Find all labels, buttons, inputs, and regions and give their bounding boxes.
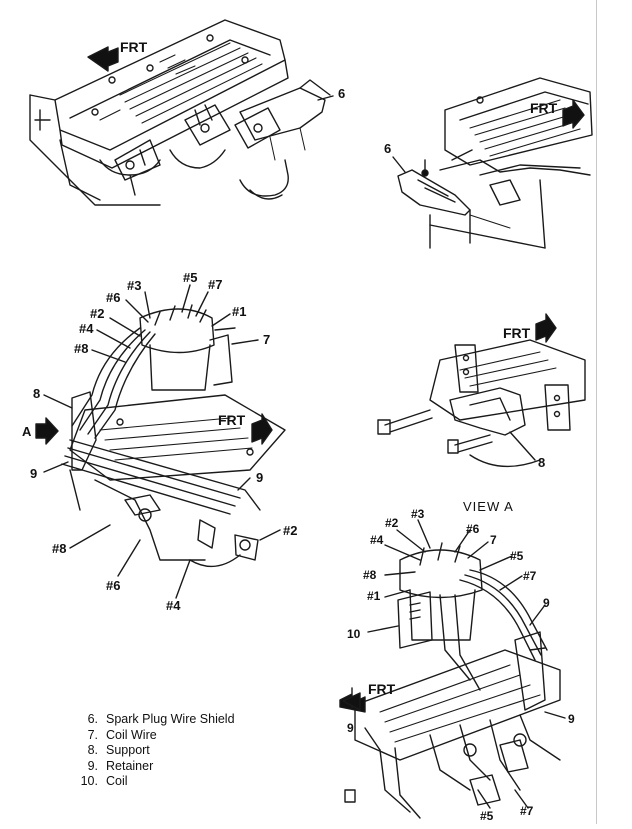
callout-view-9-left: 9 (347, 721, 354, 735)
callout-3: #3 (127, 278, 141, 293)
frt-label-top-right: FRT (530, 100, 558, 116)
callout-7-coil-wire: 7 (263, 332, 270, 347)
callout-4-bottom: #4 (166, 598, 181, 613)
callout-5: #5 (183, 270, 197, 285)
callout-view-6: #6 (466, 522, 480, 536)
callout-6-mid: #6 (106, 290, 120, 305)
callout-view-9-top: 9 (543, 596, 550, 610)
callout-view-5: #5 (510, 549, 524, 563)
callout-view-10: 10 (347, 627, 361, 641)
mid-left-distributor-illustration: FRT A #3 #5 #7 #6 #1 #2 #4 7 #8 8 9 9 #2… (22, 270, 297, 613)
callout-9-left: 9 (30, 466, 37, 481)
page-edge-line (596, 0, 597, 824)
callout-view-9-right: 9 (568, 712, 575, 726)
legend-item: 6.Spark Plug Wire Shield (87, 712, 235, 726)
callout-view-2: #2 (385, 516, 399, 530)
legend-item: 7.Coil Wire (87, 727, 157, 742)
callout-1: #1 (232, 304, 246, 319)
view-a-title: VIEW A (463, 499, 514, 514)
frt-label-mid-right: FRT (503, 325, 531, 341)
callout-6-top-right: 6 (384, 141, 391, 156)
callout-6-top-left: 6 (338, 86, 345, 101)
callout-6-bottom: #6 (106, 578, 120, 593)
callout-2: #2 (90, 306, 104, 321)
legend-item: 10.Coil (80, 774, 128, 788)
callout-9-right: 9 (256, 470, 263, 485)
callout-view-5-bottom: #5 (480, 809, 494, 823)
callout-view-3: #3 (411, 507, 425, 521)
callout-view-7: #7 (523, 569, 537, 583)
top-right-engine-illustration: FRT 6 (384, 77, 593, 249)
callout-8-plug: #8 (74, 341, 88, 356)
callout-view-7-coil: 7 (490, 533, 497, 547)
view-a-illustration: FRT #3 #2 #6 #4 7 #5 #8 #7 #1 9 10 9 9 #… (339, 507, 575, 823)
legend-item: 9.Retainer (87, 758, 154, 773)
top-left-engine-illustration: FRT 6 (29, 19, 345, 206)
callout-2-bottom: #2 (283, 523, 297, 538)
callout-8-bottom: #8 (52, 541, 66, 556)
callout-view-8: #8 (363, 568, 377, 582)
callout-view-4: #4 (370, 533, 384, 547)
callout-8-support: 8 (33, 386, 40, 401)
frt-label-mid-left: FRT (218, 412, 246, 428)
mid-right-support-illustration: FRT 8 (377, 313, 586, 470)
callout-8-view-support: 8 (538, 455, 545, 470)
frt-label: FRT (120, 39, 148, 55)
callout-7-mid: #7 (208, 277, 222, 292)
callout-a: A (22, 424, 32, 439)
frt-label-view-a: FRT (368, 681, 396, 697)
legend-item: 8.Support (87, 743, 150, 757)
callout-view-7-bottom: #7 (520, 804, 534, 818)
callout-4: #4 (79, 321, 94, 336)
callout-view-1: #1 (367, 589, 381, 603)
parts-legend: 6.Spark Plug Wire Shield 7.Coil Wire 8.S… (80, 712, 235, 790)
